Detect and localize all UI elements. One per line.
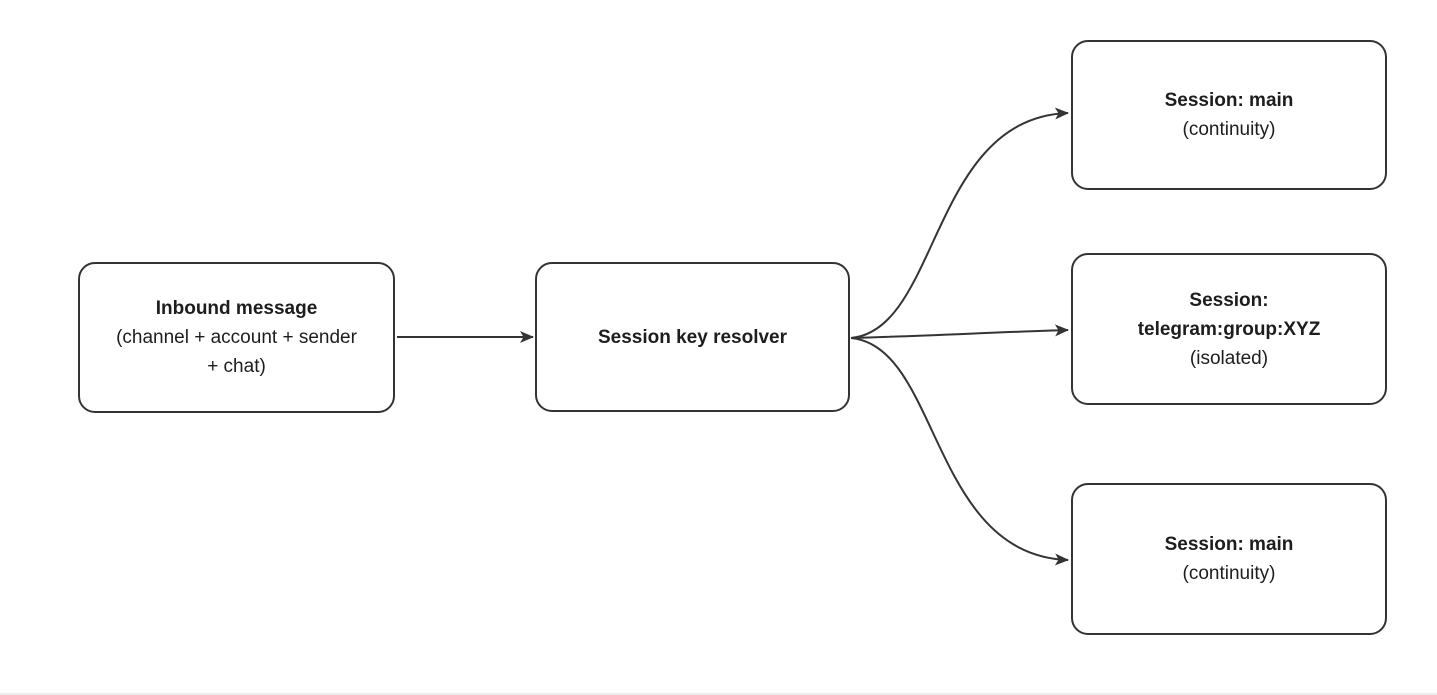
node-title: Session: main: [1164, 90, 1294, 111]
node-session-key-resolver: Session key resolver: [535, 262, 850, 412]
node-subtitle: (channel + account + sender + chat): [116, 327, 357, 377]
node-inbound-message: Inbound message (channel + account + sen…: [78, 262, 395, 413]
bottom-divider: [0, 693, 1437, 695]
node-subtitle: (isolated): [1189, 347, 1269, 369]
node-session-telegram-group: Session: telegram:group:XYZ (isolated): [1071, 253, 1387, 405]
node-title: Session: main: [1164, 534, 1294, 555]
node-session-main-bottom: Session: main (continuity): [1071, 483, 1387, 635]
node-session-main-top: Session: main (continuity): [1071, 40, 1387, 190]
edge-resolver-to-session-top: [850, 107, 1069, 339]
node-title: Session key resolver: [597, 326, 788, 348]
node-subtitle: (continuity): [1182, 119, 1276, 140]
node-subtitle: (continuity): [1182, 563, 1276, 584]
edge-resolver-to-session-group: [850, 324, 1069, 339]
edge-resolver-to-session-bottom: [850, 337, 1069, 566]
node-title: Inbound message: [155, 298, 318, 319]
node-title: Session: telegram:group:XYZ: [1137, 289, 1321, 340]
